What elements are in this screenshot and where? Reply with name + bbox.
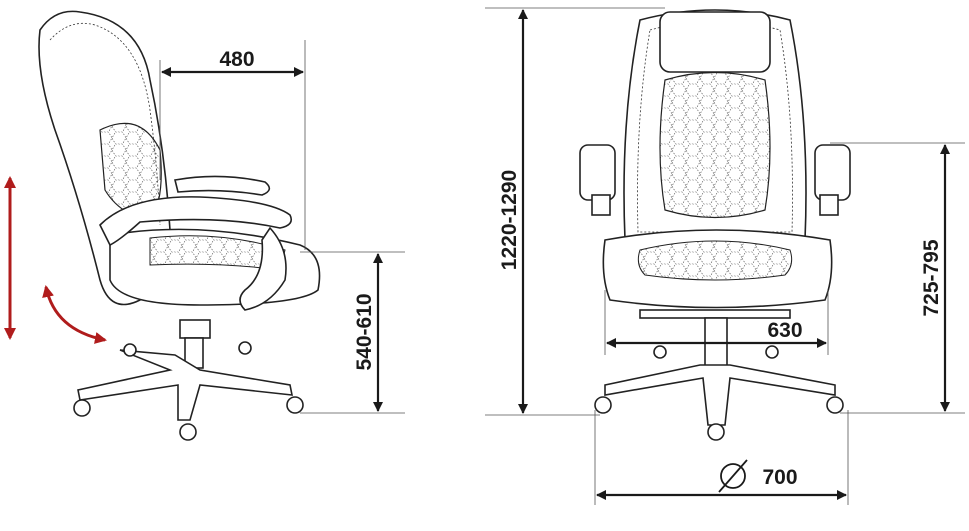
side-view-chair	[38, 10, 321, 441]
tilt-adjust-arrow-icon	[42, 285, 107, 344]
diameter-symbol-icon	[718, 459, 748, 493]
seat-width-label: 630	[767, 319, 802, 342]
front-right-armrest	[814, 144, 851, 201]
side-base	[77, 349, 293, 421]
seat-height-label: 540-610	[353, 293, 376, 370]
total-height-label: 1220-1290	[498, 170, 521, 270]
side-armrest	[99, 196, 293, 247]
front-left-armrest	[579, 144, 616, 201]
base-diameter-label: 700	[762, 466, 797, 489]
front-view-chair	[579, 9, 851, 441]
armrest-height-label: 725-795	[920, 239, 943, 316]
extension-lines	[159, 7, 965, 505]
front-base	[604, 364, 836, 426]
seat-depth-label: 480	[219, 48, 254, 71]
